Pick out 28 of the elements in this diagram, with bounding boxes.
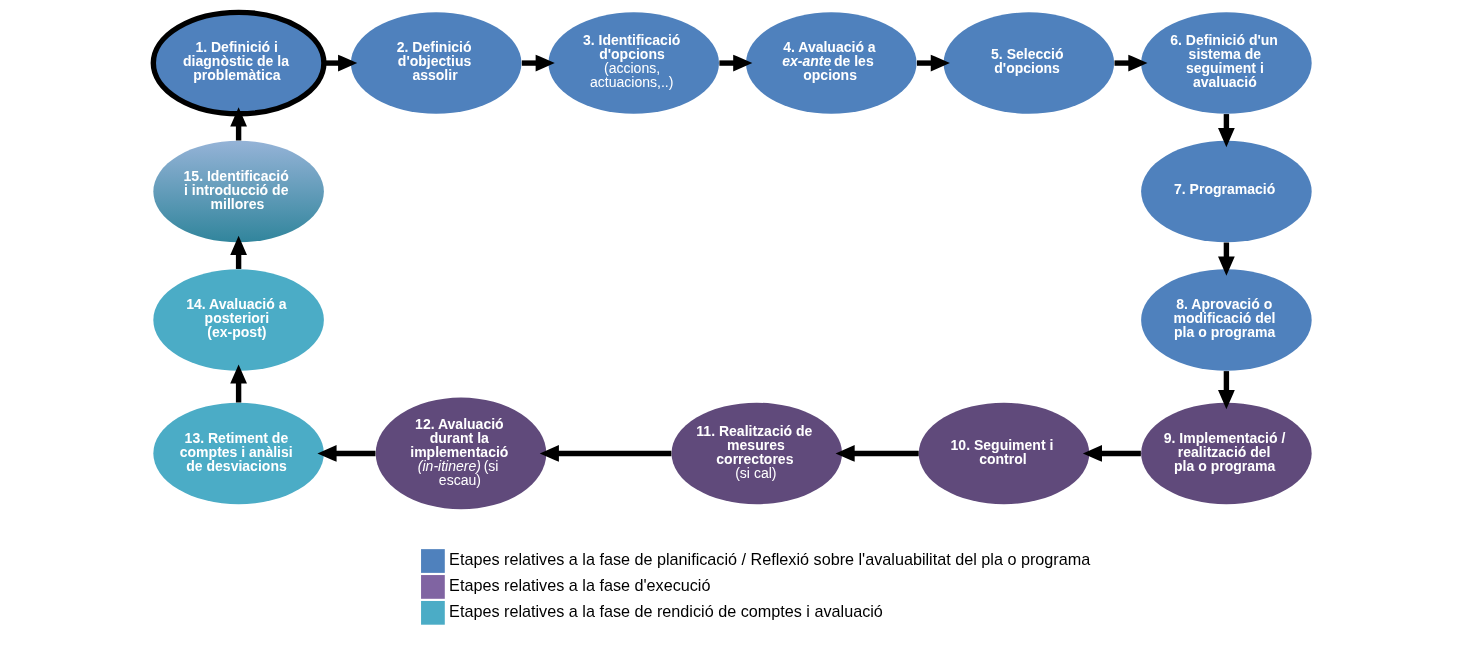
arrow: [521, 54, 555, 72]
arrow: [835, 445, 919, 462]
arrow: [916, 54, 950, 72]
node-ellipse: 3. Identificació d'opcions (accions, actuacions,..): [547, 12, 719, 114]
arrow: [316, 445, 375, 462]
node-ellipse: 5. Selecció d'opcions: [943, 12, 1114, 114]
node-ellipse: 14. Avaluació a posteriori (ex-post): [152, 269, 324, 371]
legend-label: Etapes relatives a la fase de planificació / Reflexió sobre l'avaluabilitat del pla o programa: [448, 549, 1090, 568]
node-ellipse: 7. Programació: [1140, 140, 1312, 243]
arrow: [1082, 445, 1141, 462]
node-ellipse: 1. Definició i diagnòstic de la problemàtica: [150, 9, 327, 117]
legend-label: Etapes relatives a la fase d'execució: [448, 575, 710, 594]
legend-label: Etapes relatives a la fase de rendició de comptes i avaluació: [448, 601, 883, 620]
node-ellipse: 10. Seguiment i control: [918, 402, 1089, 505]
arrow: [323, 54, 357, 72]
node-ellipse: 11. Realització de mesures correctores (si cal): [671, 402, 842, 505]
arrow: [539, 445, 671, 462]
node-ellipse: 9. Implementació / realització del pla o programa: [1140, 402, 1312, 505]
node-ellipse: 6. Definició d'un sistema de seguiment i avaluació: [1140, 12, 1312, 114]
node-ellipse: 15. Identificació i introducció de millores: [152, 140, 324, 243]
arrow: [718, 54, 752, 72]
arrow: [229, 364, 247, 403]
node-ellipse: 12. Avaluació durant la implementació (in-itinere) (si escau): [375, 397, 546, 510]
arrow: [1217, 371, 1235, 410]
node-ellipse: 8. Aprovació o modificació del pla o programa: [1140, 269, 1312, 371]
node-ellipse: 13. Retiment de comptes i anàlisi de desviacions: [152, 402, 324, 505]
node-ellipse: 4. Avaluació a ex-ante de les opcions: [745, 12, 917, 114]
node-ellipse: 2. Definició d'objectius assolir: [350, 12, 521, 114]
